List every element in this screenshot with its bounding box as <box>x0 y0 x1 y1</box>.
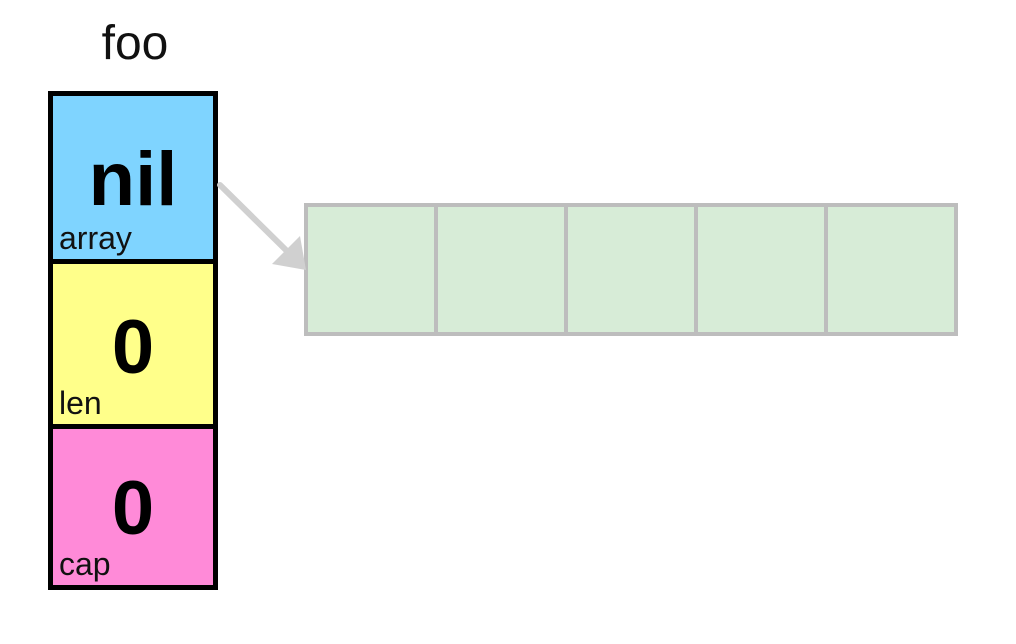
pointer-arrow-shaft <box>217 182 295 259</box>
pointer-arrow <box>217 182 306 270</box>
cap-field: 0 cap <box>53 429 213 585</box>
cap-label: cap <box>59 546 111 582</box>
slice-header: nil array 0 len 0 cap <box>48 91 218 590</box>
backing-array <box>304 203 958 336</box>
len-label: len <box>59 385 102 421</box>
array-cell <box>824 203 958 336</box>
array-field: nil array <box>53 96 213 259</box>
array-value: nil <box>88 137 178 222</box>
backing-array-outline <box>304 203 958 336</box>
cap-value: 0 <box>111 466 155 551</box>
variable-name: foo <box>101 17 169 70</box>
len-value: 0 <box>111 305 155 390</box>
len-field: 0 len <box>53 264 213 424</box>
array-label: array <box>59 220 132 256</box>
pointer-arrow-head <box>272 236 306 270</box>
